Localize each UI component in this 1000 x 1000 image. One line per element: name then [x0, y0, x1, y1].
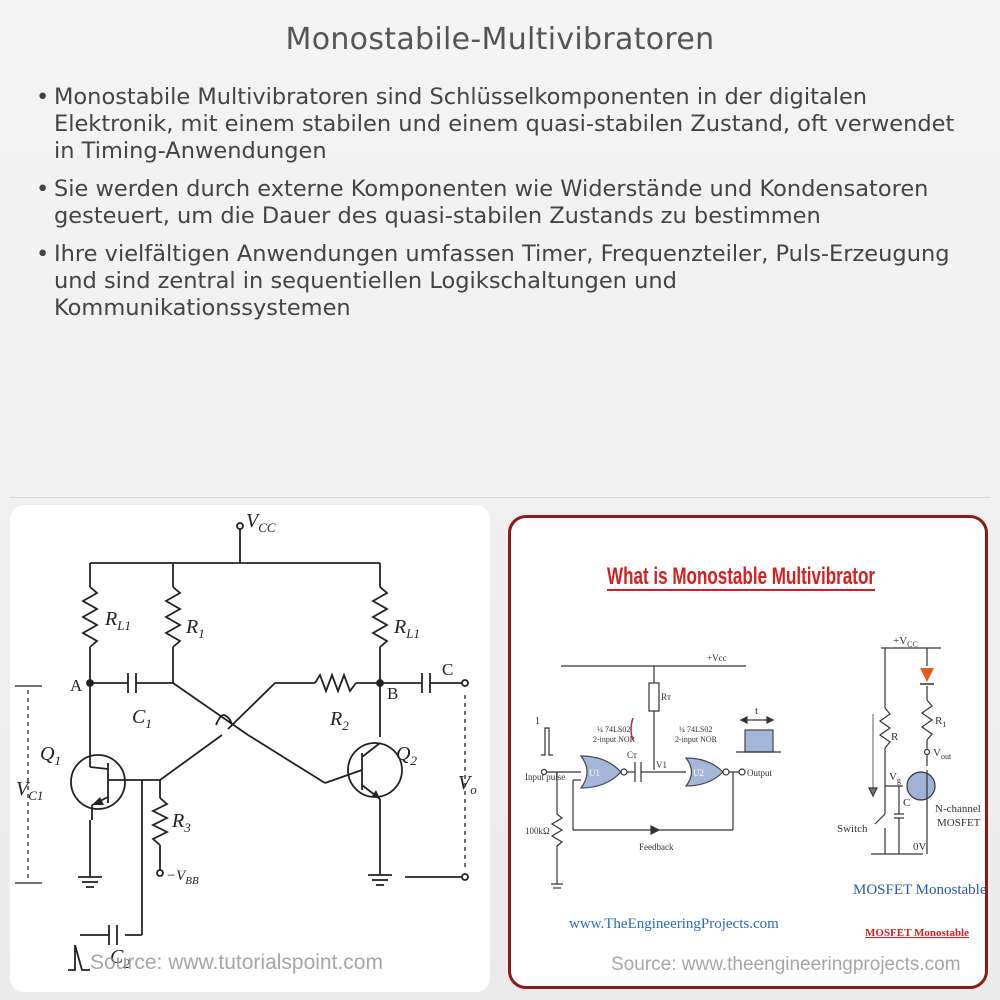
bullet-list: •Monostabile Multivibratoren sind Schlüs… — [36, 84, 966, 333]
mosfet-0v-label: 0V — [913, 841, 927, 853]
nor-vcc-label: +Vcc — [707, 653, 727, 663]
node-a-label: A — [70, 676, 83, 695]
c2-label: C2 — [110, 946, 130, 971]
bullet-item: •Ihre vielfältigen Anwendungen umfassen … — [36, 241, 966, 322]
v1-label: V1 — [656, 760, 667, 770]
mosfet-r-label: R — [891, 731, 899, 743]
r1-label: R1 — [185, 616, 205, 641]
vbb-label: −VBB — [166, 868, 199, 887]
u1-label: U1 — [589, 768, 600, 778]
bullet-item: •Sie werden durch externe Komponenten wi… — [36, 176, 966, 230]
rl1-right-label: RL1 — [393, 616, 420, 641]
mosfet-r1-label: R1 — [935, 715, 946, 729]
nor1-type-label: 2-input NOR — [593, 735, 636, 744]
nor2-part-label: ¼ 74LS02 — [679, 725, 712, 734]
page-title: Monostabile-Multivibratoren — [285, 22, 715, 57]
left-image-source: Source: www.tutorialspoint.com — [90, 951, 383, 974]
vo-label: Vo — [458, 772, 477, 797]
mosfet-monostable-label: MOSFET Monostable — [853, 882, 985, 898]
mosfet-type-label: MOSFET — [937, 817, 981, 829]
q1-label: Q1 — [40, 743, 61, 768]
r2-label: R2 — [329, 708, 349, 733]
right-image-source: Source: www.theengineeringprojects.com — [611, 954, 961, 975]
input-pulse-label: Input pulse — [525, 772, 565, 782]
nor2-type-label: 2-input NOR — [675, 735, 718, 744]
bullet-dot: • — [36, 176, 50, 202]
mosfet-vg-label: Vg — [889, 771, 901, 785]
bullet-text: Sie werden durch externe Komponenten wie… — [54, 176, 929, 229]
bullet-text: Ihre vielfältigen Anwendungen umfassen T… — [54, 241, 950, 321]
nor1-part-label: ¼ 74LS02 — [597, 725, 630, 734]
bullet-dot: • — [36, 84, 50, 110]
c1-label: C1 — [132, 706, 152, 731]
output-label: Output — [747, 768, 773, 778]
mosfet-vout-label: Vout — [933, 747, 952, 761]
monostable-infographic-image: What is Monostable Multivibrator — [508, 515, 988, 989]
bullet-dot: • — [36, 241, 50, 267]
bullet-text: Monostabile Multivibratoren sind Schlüss… — [54, 84, 955, 164]
website-label: www.TheEngineeringProjects.com — [569, 916, 779, 932]
ct-label: Cт — [627, 750, 637, 760]
rl1-left-label: RL1 — [104, 608, 131, 633]
vcc-label: VCC — [246, 510, 276, 535]
mosfet-c-label: C — [903, 797, 910, 809]
vc1-label: VC1 — [16, 778, 43, 803]
transistor-circuit-image: VCC RL1 R1 RL1 C1 R2 Q1 Q2 VC1 Vo R3 −VB… — [10, 505, 490, 992]
mosfet-nchannel-label: N-channel — [935, 803, 981, 815]
feedback-label: Feedback — [639, 842, 674, 852]
u2-label: U2 — [693, 768, 704, 778]
pulse-one-label: 1 — [535, 716, 540, 727]
pulse-t-label: t — [755, 705, 758, 717]
mosfet-vcc-label: +VCC — [893, 635, 918, 649]
mosfet-monostable-small-label: MOSFET Monostable — [865, 927, 969, 939]
r100k-label: 100kΩ — [525, 826, 550, 836]
divider — [10, 497, 990, 498]
node-c-label: C — [442, 660, 453, 679]
node-b-label: B — [387, 684, 398, 703]
transistor-circuit-diagram: VCC RL1 R1 RL1 C1 R2 Q1 Q2 VC1 Vo R3 −VB… — [15, 510, 477, 971]
q2-label: Q2 — [396, 743, 417, 768]
infographic-heading: What is Monostable Multivibrator — [607, 563, 875, 590]
rt-label: Rт — [661, 692, 671, 702]
mosfet-switch-label: Switch — [837, 823, 868, 835]
r3-label: R3 — [171, 810, 191, 835]
bullet-item: •Monostabile Multivibratoren sind Schlüs… — [36, 84, 966, 165]
monostable-infographic: What is Monostable Multivibrator — [525, 563, 985, 939]
